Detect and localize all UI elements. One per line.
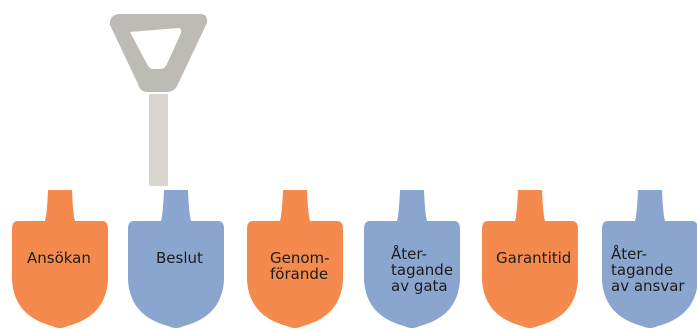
blade-label-beslut: Beslut <box>156 249 203 267</box>
shovel-blade-beslut <box>128 190 224 328</box>
blade-label-atertagande-av-ansvar: Åter- tagande av ansvar <box>611 245 685 295</box>
shovel-blade-ansokan <box>12 190 108 328</box>
shovel-blade-atertagande-av-ansvar <box>602 190 697 328</box>
shovel-blade-genomforande <box>247 190 343 328</box>
shovel-blade-atertagande-av-gata <box>364 190 460 328</box>
blade-label-genomforande: Genom- förande <box>270 249 330 283</box>
handle-grip <box>109 14 208 92</box>
blade-label-ansokan: Ansökan <box>27 249 91 267</box>
shovel-handle-icon <box>109 14 208 186</box>
handle-shaft <box>149 94 168 186</box>
blade-label-atertagande-av-gata: Åter- tagande av gata <box>391 245 454 295</box>
shovel-blade-garantitid <box>482 190 578 328</box>
blade-label-garantitid: Garantitid <box>496 249 572 267</box>
